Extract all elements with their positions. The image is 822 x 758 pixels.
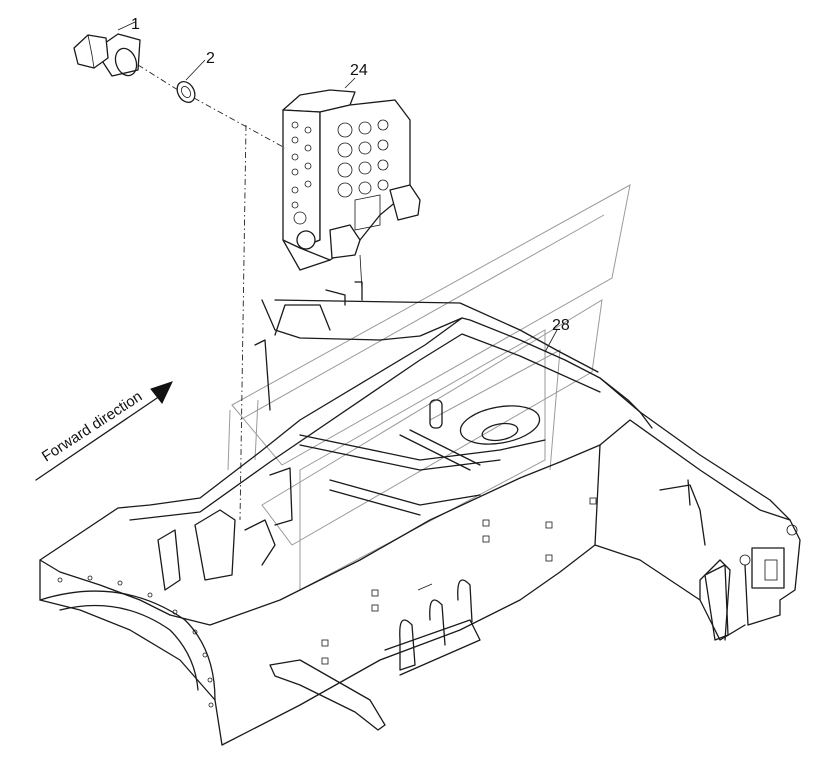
direction-label: Forward direction xyxy=(39,388,145,465)
main-frame xyxy=(39,281,801,746)
callout-28-label: 28 xyxy=(552,317,570,334)
callout-24-label: 24 xyxy=(350,62,368,79)
direction-arrow-icon xyxy=(150,381,173,404)
watermark-logo xyxy=(227,184,631,591)
bolt-part xyxy=(73,33,141,77)
washer-part xyxy=(176,81,196,103)
callout-2-label: 2 xyxy=(206,50,215,67)
callout-1-label: 1 xyxy=(131,16,140,33)
control-valve-block xyxy=(282,89,421,291)
forward-direction-indicator: Forward direction xyxy=(35,381,173,481)
assembly-lines xyxy=(117,21,558,521)
